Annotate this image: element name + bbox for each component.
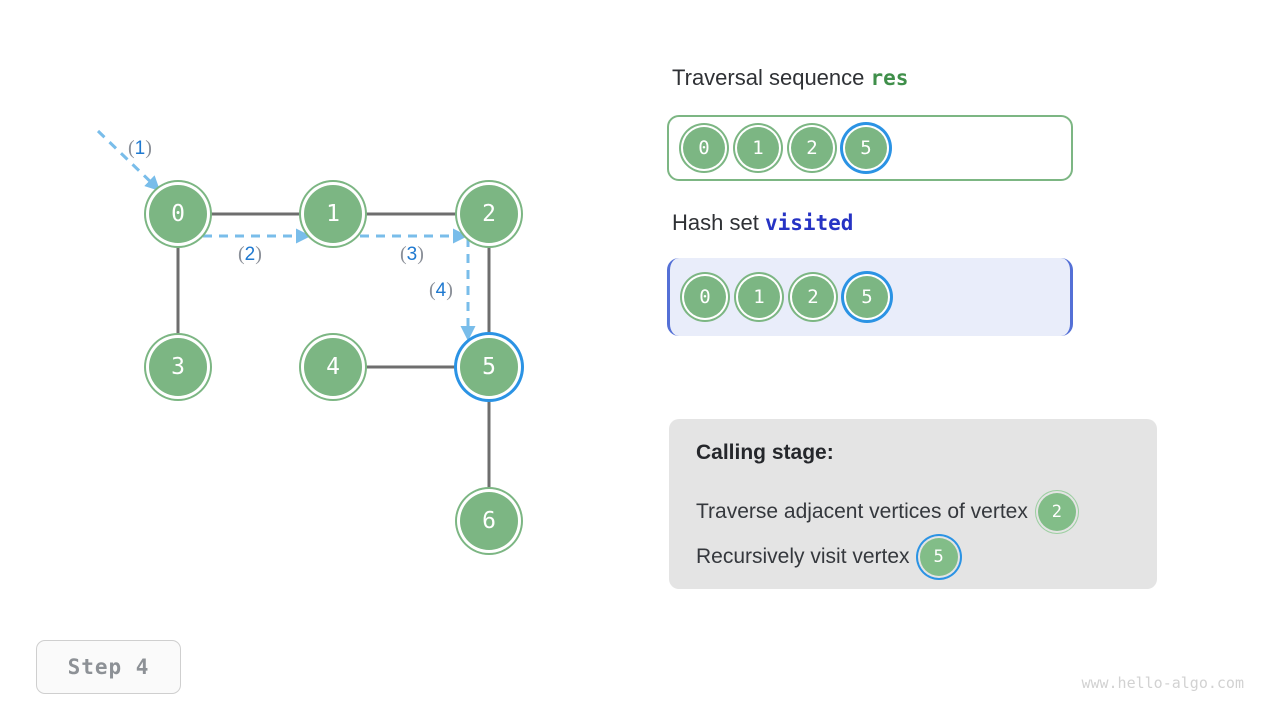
graph-node-4[interactable]: 4 — [304, 338, 362, 396]
res-item-label: 2 — [806, 137, 818, 159]
node-label: 0 — [171, 201, 185, 227]
edge-group — [176, 212, 491, 494]
visited-item-2[interactable]: 2 — [792, 276, 834, 318]
traversal-step-label-3: (3) — [400, 243, 424, 265]
traversal-step-number: 1 — [134, 138, 146, 159]
calling-stage-line-traverse: Traverse adjacent vertices of vertex 2 — [696, 493, 1076, 531]
graph-node-2[interactable]: 2 — [460, 185, 518, 243]
visited-title-text: Hash set — [672, 210, 765, 235]
visited-item-label: 2 — [807, 286, 819, 308]
node-label: 1 — [326, 201, 340, 227]
visited-container: 0 1 2 5 — [667, 258, 1073, 336]
step-badge: Step 4 — [36, 640, 181, 694]
node-label: 3 — [171, 354, 185, 380]
traversal-step-number: 2 — [244, 244, 256, 265]
traversal-step-number: 4 — [435, 280, 447, 301]
node-label: 6 — [482, 508, 496, 534]
graph-node-5[interactable]: 5 — [460, 338, 518, 396]
chip-label: 2 — [1051, 502, 1062, 522]
graph-area: 0 1 2 3 4 5 6 (1) (2) (3) (4) — [0, 0, 660, 620]
graph-node-6[interactable]: 6 — [460, 492, 518, 550]
traversal-arrow-group — [96, 129, 476, 341]
res-title-text: Traversal sequence — [672, 65, 871, 90]
traversal-arrow-1 — [96, 129, 161, 192]
res-item-2[interactable]: 2 — [791, 127, 833, 169]
graph-node-3[interactable]: 3 — [149, 338, 207, 396]
res-item-1[interactable]: 1 — [737, 127, 779, 169]
res-item-0[interactable]: 0 — [683, 127, 725, 169]
calling-stage-heading: Calling stage: — [696, 441, 834, 464]
res-panel-title: Traversal sequence res — [672, 65, 908, 91]
res-item-label: 0 — [698, 137, 710, 159]
calling-stage-line-recurse: Recursively visit vertex 5 — [696, 538, 958, 576]
visited-item-label: 5 — [861, 286, 873, 308]
calling-stage-vertex-2[interactable]: 2 — [1037, 493, 1076, 531]
visited-item-0[interactable]: 0 — [684, 276, 726, 318]
calling-stage-line-text: Recursively visit vertex — [696, 545, 910, 568]
graph-node-1[interactable]: 1 — [304, 185, 362, 243]
visited-panel-title: Hash set visited — [672, 210, 853, 236]
visited-item-3[interactable]: 5 — [846, 276, 888, 318]
watermark: www.hello-algo.com — [1081, 674, 1244, 692]
traversal-step-number: 3 — [406, 244, 418, 265]
visited-item-label: 1 — [753, 286, 765, 308]
visited-item-label: 0 — [699, 286, 711, 308]
node-label: 2 — [482, 201, 496, 227]
graph-edges-layer — [96, 129, 491, 494]
res-item-3[interactable]: 5 — [845, 127, 887, 169]
calling-stage-vertex-5[interactable]: 5 — [919, 538, 958, 576]
res-variable-name: res — [870, 66, 909, 90]
chip-label: 5 — [933, 547, 944, 567]
node-label: 5 — [482, 354, 496, 380]
visited-variable-name: visited — [764, 211, 854, 235]
traversal-step-label-1: (1) — [128, 137, 152, 159]
traversal-step-label-4: (4) — [429, 279, 453, 301]
res-item-label: 1 — [752, 137, 764, 159]
node-label: 4 — [326, 354, 340, 380]
res-container: 0 1 2 5 — [667, 115, 1073, 181]
calling-stage-line-text: Traverse adjacent vertices of vertex — [696, 500, 1028, 523]
graph-node-0[interactable]: 0 — [149, 185, 207, 243]
calling-stage-panel — [669, 419, 1157, 589]
traversal-step-label-2: (2) — [238, 243, 262, 265]
visited-item-1[interactable]: 1 — [738, 276, 780, 318]
res-item-label: 5 — [860, 137, 872, 159]
